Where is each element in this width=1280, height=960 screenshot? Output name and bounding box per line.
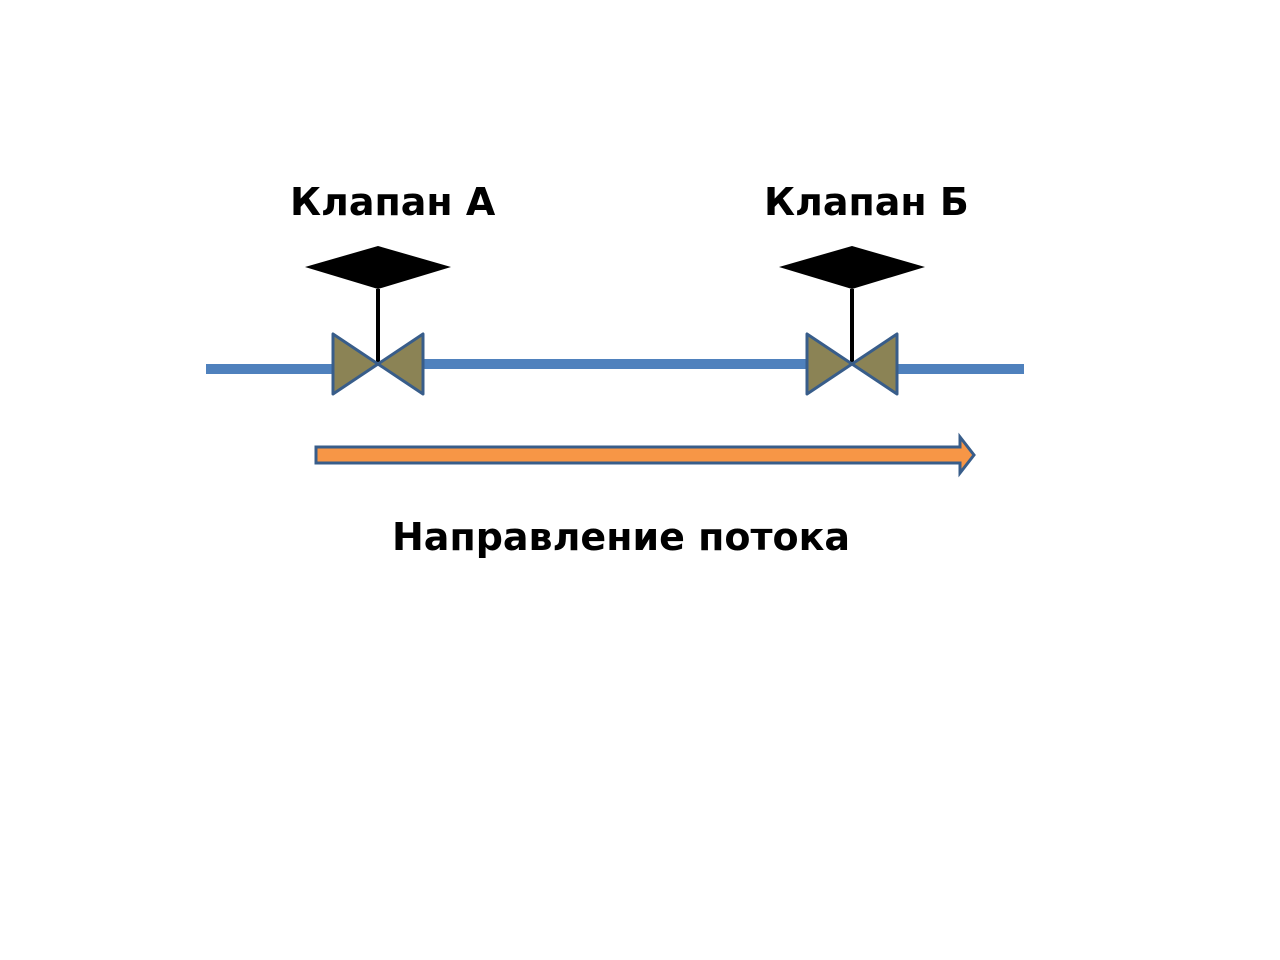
valve-b — [779, 246, 925, 396]
valve-a-body-right — [376, 332, 425, 396]
valve-a-actuator — [305, 246, 451, 289]
valve-a-label: Клапан А — [290, 180, 496, 224]
valve-a-body-left — [331, 332, 380, 396]
valve-a — [305, 246, 451, 396]
valve-b-body-left — [805, 332, 854, 396]
valve-b-body-right — [850, 332, 899, 396]
flow-direction-arrow — [314, 432, 976, 478]
valve-b-label: Клапан Б — [764, 180, 969, 224]
flow-direction-label: Направление потока — [392, 515, 851, 559]
valve-b-actuator — [779, 246, 925, 289]
